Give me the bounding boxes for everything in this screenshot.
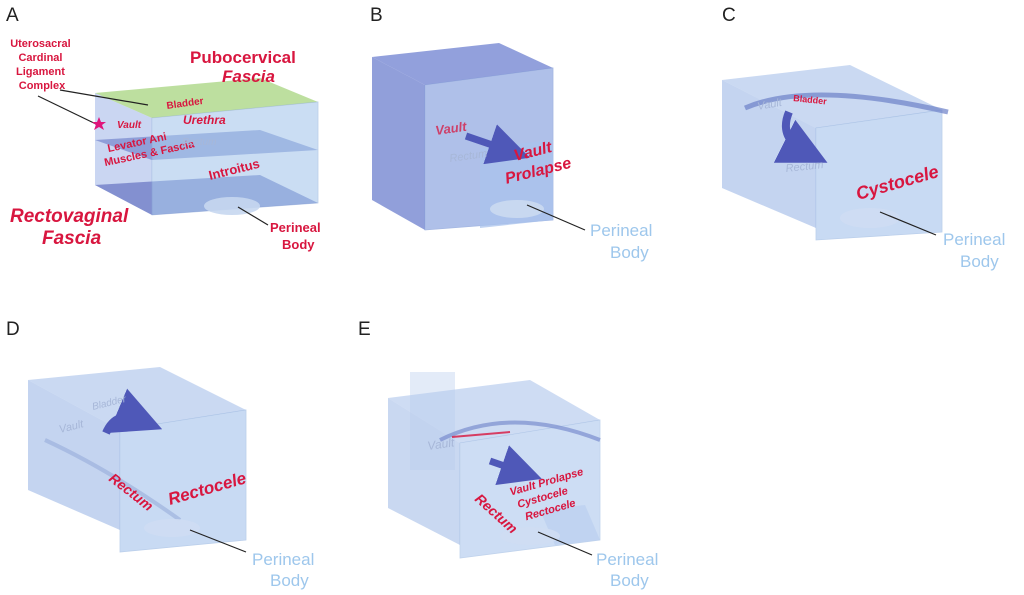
perineal-body-label: Body: [610, 243, 649, 262]
perineal-body-label: Body: [610, 571, 649, 590]
box-b-top: [372, 43, 553, 85]
perineal-body-label: Body: [282, 237, 315, 252]
perineal-label: Perineal: [270, 220, 321, 235]
panel-b-letter: B: [370, 5, 383, 26]
panel-c: C Vault Bladder Rectum Cystocele Perinea…: [722, 5, 1005, 271]
combined-prolapse-arrow: [488, 445, 542, 486]
box-b-left-face: [372, 57, 425, 230]
pubocervical-fascia-plane: [95, 78, 318, 118]
prolapse-arrow: [464, 124, 530, 165]
bladder-label: Bladder: [166, 96, 205, 112]
box-d-front-face: [119, 409, 247, 553]
panel-e-letter: E: [358, 319, 371, 340]
perineal-pointer-line: [189, 529, 247, 553]
perineal-label: Perineal: [252, 550, 314, 569]
vault-label: Vault: [434, 119, 468, 138]
perineal-label: Perineal: [596, 550, 658, 569]
perineal-body-ellipse: [840, 208, 900, 228]
box-c-left-face: [722, 80, 816, 228]
rectum-label: Rectum: [182, 137, 216, 148]
box-e-top: [388, 380, 600, 443]
ligament-attachment-star: [92, 117, 106, 130]
perineal-body-ellipse: [490, 200, 544, 218]
cystocele-arrow: [773, 110, 828, 163]
ligament-pointer-line: [37, 95, 99, 126]
perineal-pointer-line: [537, 531, 593, 556]
panel-a: A Uterosacral Cardinal Ligament Complex …: [6, 5, 321, 252]
box-c-front-face: [815, 109, 943, 241]
box-e-left-face: [388, 398, 460, 545]
vault-label: Vault: [117, 120, 142, 131]
pubocervical-fascia-label: Fascia: [222, 67, 275, 86]
bladder-label: Bladder: [793, 93, 828, 106]
perineal-pointer-line: [237, 206, 269, 226]
rectocele-arrow: [102, 388, 163, 435]
panel-d-letter: D: [6, 319, 20, 340]
box-a-front-face: [151, 101, 319, 216]
perineal-label: Perineal: [943, 230, 1005, 249]
panel-c-letter: C: [722, 5, 736, 26]
perineal-body-ellipse: [204, 197, 260, 215]
rectovaginal-fascia-label: Fascia: [42, 228, 102, 249]
vault-prolapse-plane: [410, 372, 455, 470]
ligament-pointer-line: [59, 89, 149, 106]
cystocele-bulge: [439, 420, 601, 442]
perineal-body-label: Body: [270, 571, 309, 590]
panel-a-letter: A: [6, 5, 19, 26]
perineal-pointer-line: [879, 211, 937, 236]
rectovaginal-label: Rectovaginal: [10, 206, 129, 227]
perineal-label: Perineal: [590, 221, 652, 240]
urethra-label: Urethra: [183, 113, 226, 127]
rectum-label: Rectum: [785, 159, 824, 175]
perineal-body-label: Body: [960, 252, 999, 271]
panel-e: E Vault Rectum Vault Prolapse Cystocele …: [358, 319, 658, 590]
uterosacral-label: Uterosacral Cardinal Ligament Complex: [10, 38, 74, 92]
panel-d: D Vault Bladder Rectum Rectocele Perinea…: [6, 319, 314, 590]
bladder-marker: [451, 431, 511, 438]
pubocervical-label: Pubocervical: [190, 48, 296, 67]
perineal-body-ellipse: [144, 519, 200, 537]
rectocele-bulge: [44, 438, 182, 522]
vault-label: Vault: [756, 97, 783, 113]
bladder-bulge: [744, 92, 949, 115]
perineal-pointer-line: [526, 204, 586, 231]
panel-b: B Vault Rectum Vault Prolapse Perineal B…: [370, 5, 652, 262]
rectum-label: Rectum: [449, 148, 488, 165]
perineal-body-ellipse: [500, 527, 560, 545]
vault-label: Vault: [426, 435, 455, 453]
